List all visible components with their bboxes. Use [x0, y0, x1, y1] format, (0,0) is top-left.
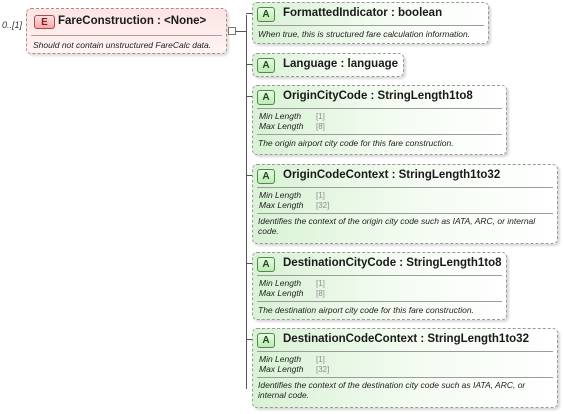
attribute-type-badge: A: [257, 7, 275, 22]
attribute-description: Identifies the context of the destinatio…: [258, 380, 526, 400]
facet-label: Min Length: [259, 190, 302, 200]
connector-branch: [246, 96, 252, 97]
attribute-card[interactable]: A DestinationCodeContext : StringLength1t…: [252, 328, 558, 408]
element-box[interactable]: E FareConstruction : <None> Should not c…: [26, 8, 227, 54]
connector-branch: [246, 64, 252, 65]
attribute-type-badge: A: [257, 257, 275, 272]
attribute-card[interactable]: A Language : language: [252, 53, 404, 77]
facet-value: [1]: [316, 279, 325, 288]
occurrence-label: 0..[1]: [2, 20, 23, 30]
attribute-separator: [257, 275, 502, 276]
facet-value: [1]: [316, 191, 325, 200]
attribute-title: OriginCityCode : StringLength1to8: [283, 90, 473, 102]
facet-label: Max Length: [259, 200, 304, 210]
facet-label: Max Length: [259, 121, 304, 131]
attribute-title: FormattedIndicator : boolean: [283, 7, 443, 19]
attribute-separator: [257, 108, 502, 109]
attribute-title: OriginCodeContext : StringLength1to32: [283, 169, 501, 181]
attribute-description: The origin airport city code for this fa…: [258, 138, 454, 148]
facet-separator: [257, 134, 502, 135]
facet-separator: [257, 213, 553, 214]
attribute-description: The destination airport city code for th…: [258, 305, 474, 315]
attribute-type-badge: A: [257, 90, 275, 105]
connector-branch: [246, 339, 252, 340]
attribute-description: When true, this is structured fare calcu…: [258, 29, 471, 39]
attribute-separator: [257, 351, 553, 352]
connector-branch: [246, 175, 252, 176]
attribute-separator: [257, 187, 553, 188]
attribute-type-badge: A: [257, 169, 275, 184]
attribute-title: DestinationCodeContext : StringLength1to…: [283, 333, 529, 345]
facet-label: Min Length: [259, 111, 302, 121]
facet-value: [8]: [316, 122, 325, 131]
attribute-description: Identifies the context of the origin cit…: [258, 216, 536, 236]
attribute-title: DestinationCityCode : StringLength1to8: [283, 257, 502, 269]
facet-value: [32]: [316, 365, 330, 374]
facet-value: [1]: [316, 112, 325, 121]
attribute-type-badge: A: [257, 333, 275, 348]
connector-spine: [246, 15, 247, 389]
connector-branch: [246, 263, 252, 264]
facet-label: Min Length: [259, 354, 302, 364]
attribute-separator: [257, 25, 484, 26]
facet-separator: [257, 301, 502, 302]
connector-trunk: [235, 31, 246, 32]
attribute-type-badge: A: [257, 58, 275, 73]
facet-label: Max Length: [259, 288, 304, 298]
facet-value: [8]: [316, 289, 325, 298]
element-type-badge: E: [34, 15, 55, 29]
facet-label: Min Length: [259, 278, 302, 288]
element-separator: [31, 35, 222, 36]
attribute-title: Language : language: [283, 58, 399, 70]
connector-branch: [246, 13, 252, 14]
facet-separator: [257, 377, 553, 378]
facet-value: [1]: [316, 355, 325, 364]
facet-value: [32]: [316, 201, 330, 210]
element-description: Should not contain unstructured FareCalc…: [33, 40, 212, 50]
element-title: FareConstruction : <None>: [58, 15, 207, 27]
facet-label: Max Length: [259, 364, 304, 374]
